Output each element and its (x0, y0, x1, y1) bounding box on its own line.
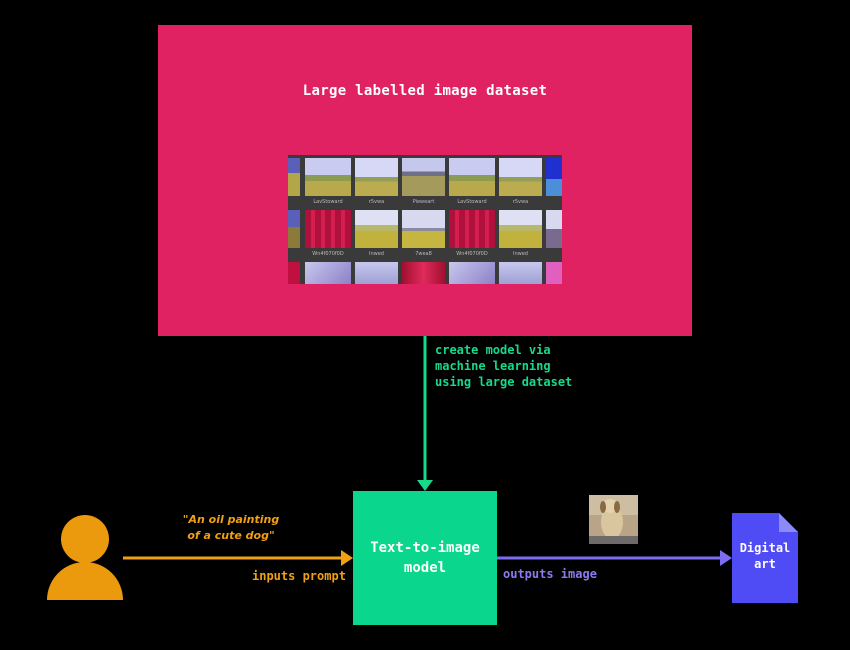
thumbnail-image (305, 262, 351, 284)
thumbnail-caption: Pieweart (412, 199, 435, 205)
model-label-line-2: model (403, 560, 447, 576)
thumbnail-image (546, 158, 562, 196)
dataset-panel: Large labelled image dataset LavStoward … (158, 25, 692, 336)
input-arrow (123, 550, 353, 566)
thumbnail-image (305, 210, 351, 248)
thumbnail-image (546, 262, 562, 284)
thumbnail-image (449, 210, 495, 248)
thumbnail-caption: LavStoward (313, 199, 343, 205)
thumbnail-image (402, 158, 445, 196)
thumbnail-caption: Wn4f070f0D (456, 251, 488, 257)
dog-image-thumbnail (589, 495, 638, 544)
prompt-line-2: of a cute dog" (187, 529, 275, 542)
doc-label-line-1: Digital (739, 541, 791, 555)
prompt-text: "An oil painting of a cute dog" (175, 512, 287, 544)
thumbnail-image (499, 210, 542, 248)
thumbnail-image (355, 158, 398, 196)
thumbnail-image (402, 262, 445, 284)
thumbnail-image (288, 210, 300, 248)
thumbnail-image (355, 210, 398, 248)
thumbnail-image (402, 210, 445, 248)
user-icon (47, 515, 123, 600)
prompt-line-1: "An oil painting (182, 513, 280, 526)
text-to-image-model-box: Text-to-image model (353, 491, 497, 625)
doc-label-line-2: art (754, 557, 776, 571)
thumbnail-caption: Inwed (369, 251, 384, 257)
digital-art-label: Digital art (732, 540, 798, 572)
thumbnail-caption: 7wea8 (415, 251, 432, 257)
inputs-prompt-label: inputs prompt (252, 569, 346, 583)
training-arrow (417, 336, 433, 491)
thumbnail-caption: r5vwa (368, 199, 385, 205)
thumbnail-caption: Wn4f070f0D (312, 251, 344, 257)
thumbnail-caption: r5vwa (512, 199, 529, 205)
training-arrow-label: create model via machine learning using … (435, 343, 573, 389)
thumbnail-image (546, 210, 562, 248)
thumbnail-image (449, 262, 495, 284)
thumbnail-image (288, 158, 300, 196)
output-arrow (497, 550, 732, 566)
thumbnail-caption: Inwed (513, 251, 528, 257)
thumbnail-image (499, 262, 542, 284)
thumbnail-image (355, 262, 398, 284)
dataset-title: Large labelled image dataset (302, 83, 548, 99)
thumbnail-image (288, 262, 300, 284)
dataset-thumbnail-grid: LavStoward r5vwa Pieweart LavStoward r5v… (288, 155, 562, 284)
document-icon (732, 513, 798, 603)
model-label-line-1: Text-to-image (370, 540, 480, 556)
thumbnail-image (499, 158, 542, 196)
thumbnail-caption: LavStoward (457, 199, 487, 205)
thumbnail-image (449, 158, 495, 196)
thumbnail-image (305, 158, 351, 196)
outputs-image-label: outputs image (503, 567, 597, 581)
